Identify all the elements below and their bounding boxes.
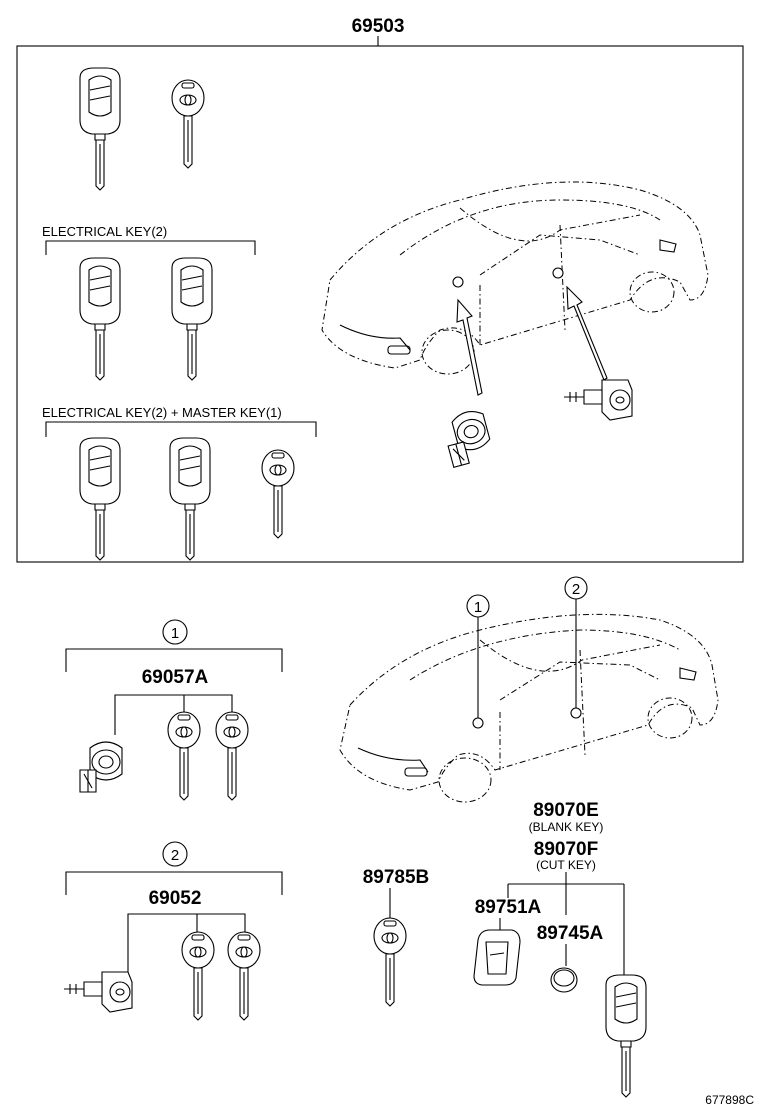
part-number-89070F: 89070F (534, 839, 598, 860)
car-illustration-bottom (339, 613, 719, 803)
master-key-icon (171, 79, 205, 169)
remote-key-icon (79, 67, 121, 191)
bracket (65, 871, 283, 895)
part-number-69057A: 69057A (142, 667, 209, 688)
leader-line (114, 694, 233, 735)
ignition-cylinder-icon (440, 407, 495, 468)
arrow-icon (456, 298, 483, 396)
ignition-location-marker (472, 717, 484, 729)
master-key-icon (181, 931, 215, 1021)
leader-line (127, 913, 246, 972)
ignition-location-marker (452, 276, 464, 288)
bracket (65, 648, 283, 672)
figure-code: 677898C (705, 1093, 754, 1107)
callout-2-car-number: 2 (572, 581, 580, 598)
callout-2 (162, 841, 188, 867)
remote-key-icon (169, 437, 211, 561)
blank-key-note: (BLANK KEY) (529, 820, 604, 834)
battery-icon (550, 967, 578, 993)
part-number-89745A: 89745A (537, 923, 604, 944)
master-key-icon (373, 917, 407, 1007)
master-key-icon (167, 711, 201, 801)
remote-key-icon (79, 257, 121, 381)
part-number-69503: 69503 (352, 16, 405, 37)
key-case-icon (473, 929, 521, 986)
master-key-icon (215, 711, 249, 801)
part-number-69052: 69052 (149, 888, 202, 909)
part-number-89785B: 89785B (363, 867, 430, 888)
door-cylinder-icon (63, 971, 133, 1013)
cut-key-note: (CUT KEY) (536, 858, 596, 872)
remote-key-icon (171, 257, 213, 381)
door-cylinder-icon (563, 379, 633, 421)
arrow-icon (566, 285, 608, 381)
master-key-icon (227, 931, 261, 1021)
bracket (45, 240, 256, 255)
callout-2-number: 2 (171, 847, 179, 864)
leader-line (507, 872, 625, 975)
bracket (45, 421, 317, 437)
part-number-89751A: 89751A (475, 897, 542, 918)
electrical-key-label: ELECTRICAL KEY(2) (42, 224, 167, 239)
callout-1-car-number: 1 (474, 599, 482, 616)
door-location-marker (570, 707, 582, 719)
callout-1-number: 1 (171, 625, 179, 642)
part-number-89070E: 89070E (533, 800, 599, 821)
car-illustration-top (321, 181, 709, 375)
master-key-icon (261, 449, 295, 539)
ignition-cylinder-icon (79, 741, 123, 793)
callout-1 (162, 619, 188, 645)
remote-key-icon (79, 437, 121, 561)
main-set-frame (16, 45, 744, 563)
electrical-master-key-label: ELECTRICAL KEY(2) + MASTER KEY(1) (42, 405, 282, 420)
remote-key-icon (605, 974, 647, 1098)
door-location-marker (552, 267, 564, 279)
